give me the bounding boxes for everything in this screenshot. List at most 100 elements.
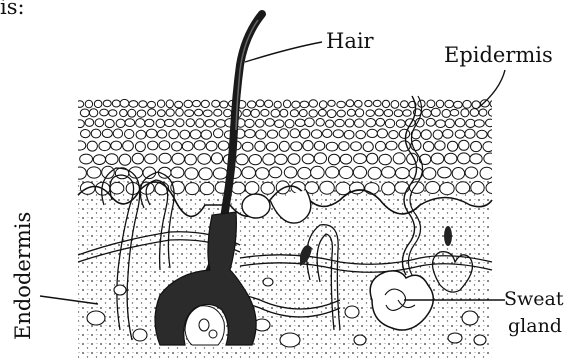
epidermis-cell [148, 109, 156, 116]
epidermis-cell [95, 119, 104, 127]
epidermis-cell [470, 109, 479, 117]
epidermis-cell [279, 141, 289, 151]
epidermis-cell [309, 100, 317, 107]
epidermis-cell [335, 119, 344, 126]
epidermis-cell [314, 141, 324, 150]
epidermis-cell [470, 154, 482, 164]
epidermis-cell [471, 181, 484, 194]
epidermis-cell [113, 129, 122, 138]
epidermis-cell [196, 119, 204, 128]
epidermis-cell [376, 141, 386, 151]
epidermis-cell [396, 120, 405, 128]
epidermis-cell [200, 182, 214, 194]
epidermis-cell [339, 142, 349, 151]
epidermis-cell [300, 129, 310, 138]
epidermis-cell [463, 100, 471, 108]
epidermis-cell [445, 153, 457, 164]
epidermis-cell [236, 154, 248, 165]
epidermis-cell [443, 130, 453, 139]
epidermis-cell [157, 110, 165, 117]
epidermis-cell [465, 167, 478, 178]
epidermis-cell [302, 154, 314, 164]
epidermis-cell [401, 101, 409, 108]
epidermis-cell [421, 130, 431, 140]
epidermis-cell [366, 119, 376, 127]
epidermis-cell [157, 100, 164, 107]
epidermis-cell [484, 153, 497, 164]
epidermis-cell [316, 119, 324, 127]
epidermis-cell [440, 183, 454, 195]
epidermis-cell [249, 155, 261, 165]
epidermis-cell [345, 119, 354, 127]
epidermis-cell [290, 110, 298, 117]
epidermis-cell [326, 167, 339, 178]
epidermis-cell [376, 118, 385, 126]
label-sweat-gland-line2: gland [508, 315, 562, 337]
epidermis-cell [85, 100, 92, 108]
epidermis-cell [99, 141, 110, 150]
epidermis-cell [199, 168, 212, 180]
epidermis-cell [201, 130, 211, 139]
dermis-cell [263, 278, 273, 286]
epidermis-cell [471, 141, 482, 151]
epidermis-cell [275, 120, 284, 128]
epidermis-cell [284, 167, 297, 178]
epidermis-cell [165, 119, 175, 126]
epidermis-cell [298, 167, 311, 179]
epidermis-cell [423, 168, 436, 180]
epidermis-cell [169, 130, 179, 139]
epidermis-cell [80, 154, 93, 164]
epidermis-cell [116, 119, 125, 127]
epidermis-cell [205, 120, 215, 127]
epidermis-cell [132, 153, 143, 164]
epidermis-cell [93, 155, 105, 165]
epidermis-cell [231, 182, 245, 194]
epidermis-cell [386, 141, 397, 150]
epidermis-cell [379, 154, 391, 165]
dermal-nodule [444, 226, 452, 246]
epidermis-cell [450, 109, 459, 116]
epidermis-cell [479, 109, 487, 116]
epidermis-cell [156, 119, 165, 127]
epidermis-cell [139, 101, 147, 108]
epidermis-cell [123, 141, 134, 151]
label-epidermis: Epidermis [444, 43, 553, 67]
epidermis-cell [111, 141, 122, 150]
epidermis-cell [159, 153, 171, 163]
epidermis-cell [245, 182, 259, 195]
epidermis-cell [203, 110, 212, 117]
epidermis-cell [224, 109, 232, 117]
epidermis-cell [373, 100, 381, 106]
epidermis-cell [171, 167, 184, 178]
epidermis-cell [146, 129, 157, 138]
epidermis-cell [81, 130, 91, 138]
epidermis-cell [136, 119, 145, 128]
epidermis-cell [438, 167, 452, 178]
epidermis-cell [366, 110, 374, 117]
epidermis-cell [220, 101, 228, 108]
epidermis-cell [433, 130, 442, 139]
epidermis-cell [367, 153, 378, 164]
dermis-cell [133, 329, 147, 341]
epidermis-cell [76, 101, 83, 108]
epidermis-cell [309, 110, 317, 117]
dermis-cell [474, 335, 486, 345]
epidermis-cell [337, 101, 346, 107]
epidermis-cell [185, 183, 199, 195]
epidermis-cell [490, 100, 498, 107]
epidermis-cell [290, 129, 300, 138]
epidermis-cell [136, 130, 146, 139]
epidermis-cell [363, 142, 373, 152]
epidermis-cell [76, 120, 85, 128]
epidermis-cell [300, 101, 309, 108]
epidermis-cell [105, 119, 114, 127]
epidermis-cell [148, 101, 156, 108]
epidermis-cell [271, 109, 280, 117]
epidermis-cell [106, 154, 118, 165]
epidermis-cell [157, 130, 166, 138]
epidermis-cell [465, 129, 475, 138]
epidermis-cell [314, 153, 326, 164]
epidermis-cell [347, 109, 355, 116]
epidermis-cell [94, 100, 102, 107]
epidermis-cell [261, 182, 274, 194]
